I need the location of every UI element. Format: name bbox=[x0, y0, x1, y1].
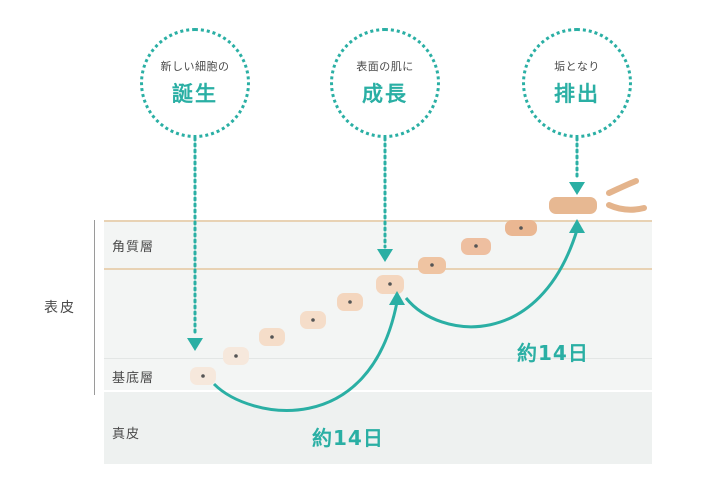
epidermis-bracket bbox=[94, 220, 95, 395]
cell bbox=[223, 347, 249, 365]
bubble-birth-title: 誕生 bbox=[172, 82, 218, 106]
shed-flake-curl bbox=[606, 202, 647, 213]
cycle-duration-label-1: 約14日 bbox=[312, 426, 384, 450]
bubble-growth-title: 成長 bbox=[362, 82, 408, 106]
layer-divider-corneum bbox=[104, 268, 652, 270]
cycle-arc-2-head bbox=[569, 219, 585, 233]
bubble-birth-caption: 新しい細胞の bbox=[160, 60, 230, 73]
shed-flake bbox=[549, 197, 597, 214]
bubble-shed-caption: 垢となり bbox=[554, 60, 600, 73]
cell bbox=[376, 275, 404, 294]
layer-divider-dermis bbox=[104, 390, 652, 392]
stratum-corneum-label: 角質層 bbox=[112, 240, 155, 255]
bubble-shed-title: 排出 bbox=[554, 82, 600, 106]
bubble-shed: 垢となり 排出 bbox=[522, 28, 632, 138]
cell bbox=[300, 311, 326, 329]
cell bbox=[259, 328, 285, 346]
cell bbox=[461, 238, 491, 255]
cycle-arc-1 bbox=[212, 301, 399, 412]
bubble-growth-caption: 表面の肌に bbox=[356, 60, 414, 73]
shed-flake-curl bbox=[606, 178, 639, 196]
arrow-shed-head bbox=[569, 182, 585, 195]
cycle-arc-2 bbox=[404, 229, 579, 329]
cell bbox=[337, 293, 363, 311]
basal-layer-label: 基底層 bbox=[112, 371, 155, 386]
cycle-arc-1-head bbox=[389, 291, 405, 305]
dermis-layer bbox=[104, 392, 652, 464]
arrow-growth-head bbox=[377, 249, 393, 262]
cell bbox=[418, 257, 446, 274]
bubble-growth: 表面の肌に 成長 bbox=[330, 28, 440, 138]
layer-divider-top bbox=[104, 220, 652, 222]
arrow-birth-head bbox=[187, 338, 203, 351]
bubble-birth: 新しい細胞の 誕生 bbox=[140, 28, 250, 138]
cell bbox=[505, 220, 537, 236]
dermis-label: 真皮 bbox=[112, 427, 141, 442]
cycle-duration-label-2: 約14日 bbox=[517, 341, 589, 365]
epidermis-label: 表皮 bbox=[44, 300, 76, 316]
cell bbox=[190, 367, 216, 385]
